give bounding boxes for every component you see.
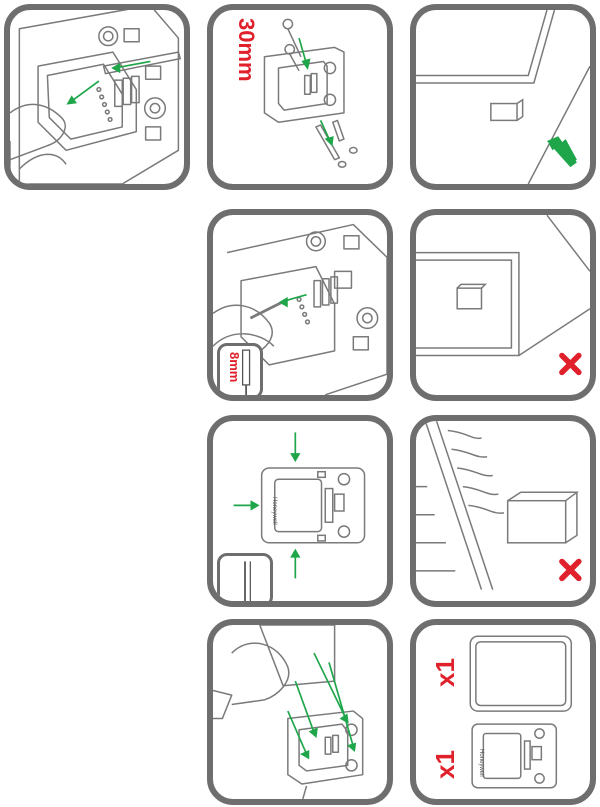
step-panel-wall-mounting: 30mm [207, 4, 393, 190]
hand-screwdriver-illustration [10, 10, 184, 184]
heat-source-wrong-illustration [416, 421, 590, 601]
brand-label-contents: Honeywell [478, 749, 484, 777]
step-panel-release-tab [4, 4, 190, 190]
step-panel-position-correct [410, 4, 596, 190]
step-panel-plate-orientation: Honeywell [207, 415, 393, 607]
display-quantity-label: x1 [430, 658, 461, 687]
step-panel-position-wrong-1 [410, 209, 596, 401]
strip-length-inset: 8mm [217, 343, 263, 399]
display-unit [470, 636, 571, 711]
wall-recess-wrong-illustration [416, 215, 590, 395]
cable-inset [217, 553, 273, 607]
backplate-quantity-label: x1 [430, 750, 461, 779]
strip-length-label: 8mm [227, 352, 242, 382]
attach-thermostat-illustration [213, 625, 387, 799]
step-panel-position-wrong-2 [410, 415, 596, 607]
red-cross-icon [562, 356, 579, 373]
wall-box-correct-illustration [416, 10, 590, 184]
step-panel-wire-strip: 8mm [207, 209, 393, 401]
red-cross-icon [562, 562, 579, 579]
brand-label: Honeywell [271, 497, 277, 525]
step-panel-contents: x1 x1 Honeywell [410, 619, 596, 805]
step-panel-attach-thermostat [207, 619, 393, 805]
screw-length-label: 30mm [233, 18, 259, 82]
